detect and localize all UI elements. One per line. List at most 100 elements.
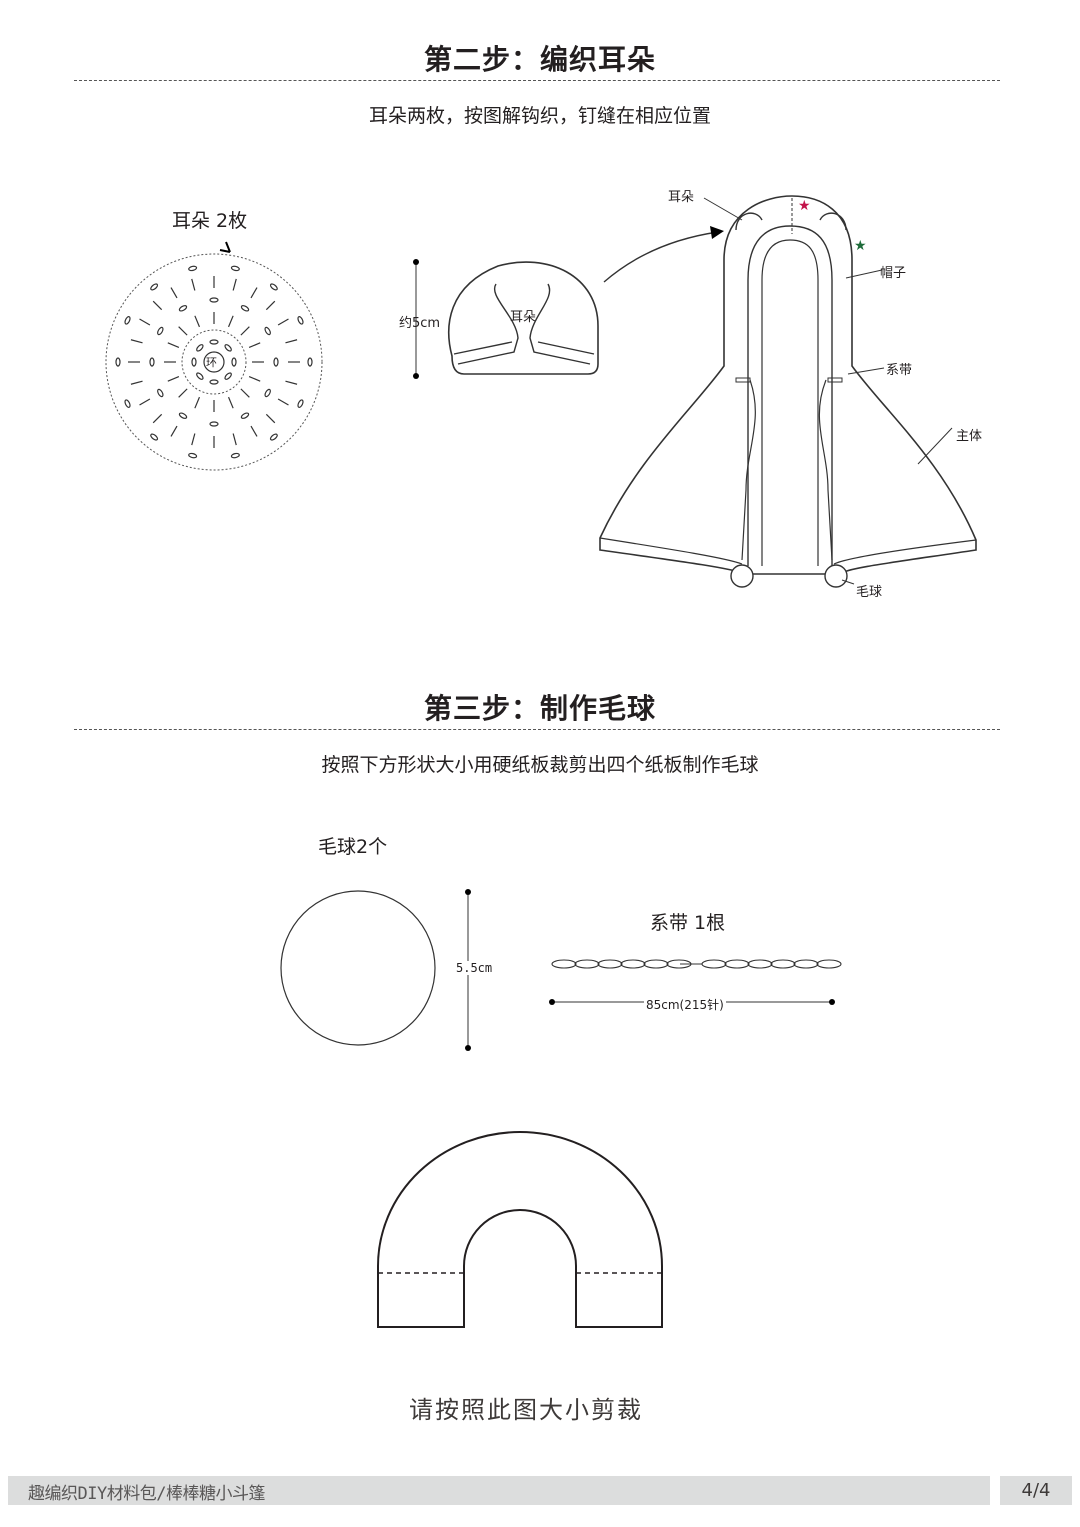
chart-stitch: [139, 398, 151, 406]
chart-stitch: [230, 452, 240, 459]
chart-stitch: [240, 326, 250, 336]
chart-stitch: [277, 318, 289, 326]
chain-stitch: [701, 959, 727, 969]
callout-tie: 系带: [886, 363, 913, 378]
chart-stitch: [209, 297, 219, 303]
step3-divider: [74, 729, 1000, 730]
chart-stitch: [194, 396, 201, 409]
chart-stitch: [191, 433, 196, 446]
chain-stitch: [793, 959, 819, 969]
chain-stitch: [574, 959, 600, 969]
chart-stitch: [170, 425, 178, 437]
cape-illustration: ★ ★: [599, 195, 977, 588]
ear-chart-label: 耳朵 2枚: [172, 210, 248, 232]
chart-stitch: [209, 421, 219, 427]
chart-stitch: [240, 412, 250, 419]
chart-stitch: [227, 315, 234, 328]
chart-stitch: [149, 357, 155, 367]
callout-hood: 帽子: [880, 266, 907, 281]
chain-stitch: [724, 959, 750, 969]
ear-crochet-chart: [105, 241, 323, 471]
chart-stitch: [307, 357, 313, 367]
star-green: ★: [854, 238, 867, 254]
chart-stitch: [130, 380, 143, 385]
chart-stitch: [273, 357, 279, 367]
chain-stitch: [770, 959, 796, 969]
chart-stitch: [196, 344, 204, 352]
chart-stitch: [265, 413, 276, 424]
pompom-label: 毛球2个: [318, 836, 388, 858]
chain-stitch: [747, 959, 773, 969]
chart-stitch: [277, 398, 289, 406]
chart-stitch: [115, 357, 121, 367]
chart-stitch: [269, 283, 278, 291]
chart-stitch: [250, 287, 258, 299]
step2-title: 第二步：编织耳朵: [423, 43, 656, 76]
chart-stitch: [124, 399, 131, 408]
star-red: ★: [798, 198, 811, 214]
chart-stitch: [285, 339, 298, 344]
callout-ear: 耳朵: [668, 190, 695, 205]
chart-stitch: [170, 287, 178, 299]
chart-stitch: [178, 388, 188, 398]
chart-stitch: [231, 357, 237, 367]
chart-stitch: [227, 396, 234, 409]
chart-stitch: [224, 372, 232, 380]
chart-stitch: [152, 413, 163, 424]
chart-stitch: [196, 372, 204, 380]
chart-stitch: [264, 326, 271, 336]
pompom-diameter-label: 5.5cm: [456, 961, 493, 975]
chart-stitch: [130, 339, 143, 344]
chart-stitch: [297, 316, 304, 325]
chart-stitch: [150, 283, 159, 291]
ear-size-label: 约5cm: [399, 316, 441, 331]
chart-stitch: [269, 433, 278, 441]
chart-stitch: [150, 433, 159, 441]
chain-stitch: [643, 959, 669, 969]
ear-size-diagram: [413, 259, 599, 379]
chart-stitch: [232, 433, 237, 446]
chart-stitch: [152, 300, 163, 311]
chart-stitch: [240, 388, 250, 398]
step3-title: 第三步：制作毛球: [423, 692, 656, 725]
chart-stitch: [264, 388, 271, 398]
tie-length-label: 85cm(215针): [644, 996, 726, 1013]
chart-stitch: [297, 399, 304, 408]
chart-stitch: [265, 300, 276, 311]
chart-stitch: [209, 379, 219, 385]
chart-stitch: [167, 375, 180, 382]
attach-arrow: [603, 226, 724, 283]
chain-stitch: [597, 959, 623, 969]
chart-stitch: [167, 342, 180, 349]
chart-stitch: [194, 315, 201, 328]
chart-stitch: [124, 316, 131, 325]
pompom-circle-diagram: [280, 889, 471, 1051]
chart-stitch: [209, 339, 219, 345]
chart-stitch: [191, 357, 197, 367]
footer-bar: 趣编织DIY材料包/棒棒糖小斗篷: [8, 1476, 990, 1505]
chart-stitch: [230, 265, 240, 272]
chart-stitch: [188, 452, 198, 459]
chart-stitch: [285, 380, 298, 385]
callout-pompom: 毛球: [856, 585, 883, 600]
template-caption: 请按照此图大小剪裁: [409, 1396, 643, 1424]
chart-stitch: [157, 326, 164, 336]
page-number: 4/4: [1000, 1476, 1072, 1505]
chart-stitch: [224, 344, 232, 352]
tie-chain-diagram: [549, 959, 842, 1005]
chart-stitch: [248, 375, 261, 382]
chain-stitch: [551, 959, 577, 969]
footer-title: 趣编织DIY材料包/棒棒糖小斗篷: [28, 1484, 265, 1504]
chart-stitch: [240, 305, 250, 312]
chart-stitch: [178, 412, 188, 419]
chart-stitch: [188, 265, 198, 272]
step2-subtitle: 耳朵两枚，按图解钩织，钉缝在相应位置: [368, 105, 711, 127]
chart-stitch: [157, 388, 164, 398]
step2-divider: [74, 80, 1000, 81]
callout-body: 主体: [956, 429, 983, 444]
ring-label: 环: [206, 356, 217, 369]
chart-stitch: [191, 278, 196, 291]
chart-stitch: [178, 305, 188, 312]
chain-stitch: [620, 959, 646, 969]
chain-stitch: [816, 959, 842, 969]
